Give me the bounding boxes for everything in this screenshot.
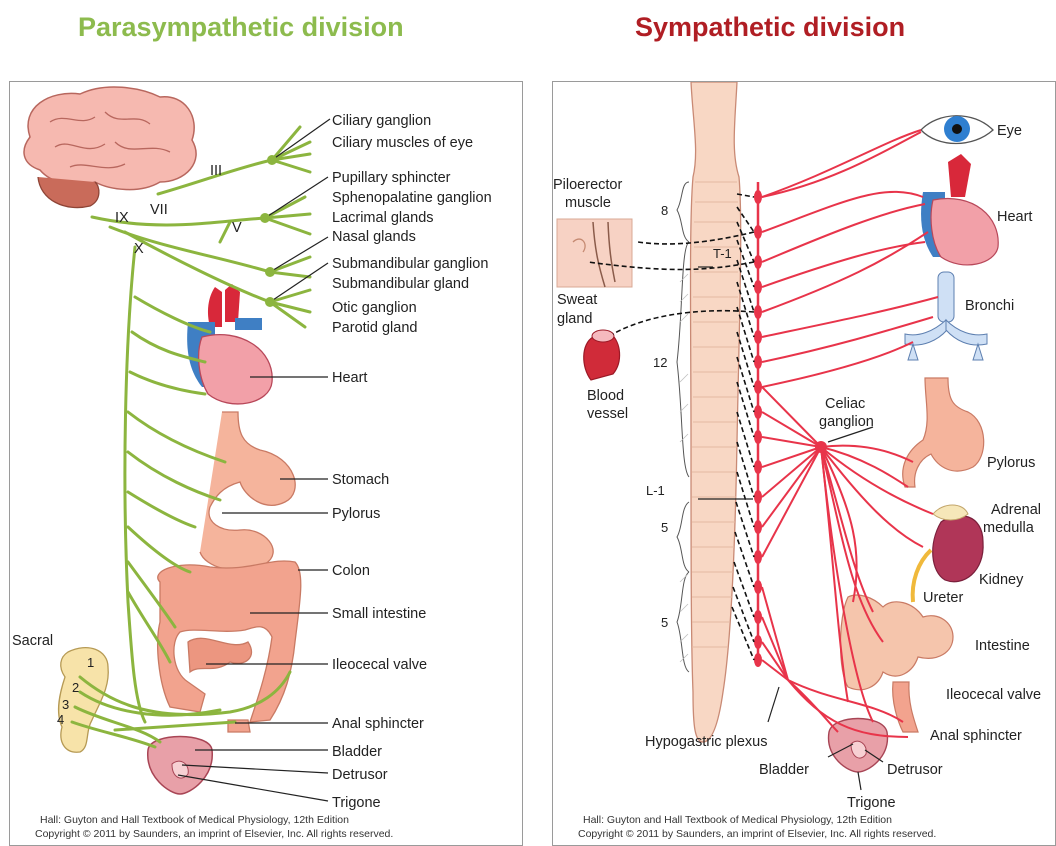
- parasympathetic-ganglia: [260, 155, 277, 307]
- label-submandibular-gland: Submandibular gland: [332, 276, 469, 292]
- label-heart: Heart: [332, 370, 367, 386]
- label-hypogastric-plexus: Hypogastric plexus: [645, 734, 768, 750]
- label-submandibular-ganglion: Submandibular ganglion: [332, 256, 488, 272]
- credit-line-2: Copyright © 2011 by Saunders, an imprint…: [578, 828, 936, 840]
- label-ciliary-ganglion: Ciliary ganglion: [332, 113, 431, 129]
- label-adrenal-1: Adrenal: [991, 502, 1041, 518]
- label-anal-sphincter: Anal sphincter: [332, 716, 424, 732]
- segment-5b: 5: [661, 615, 668, 630]
- label-otic-ganglion: Otic ganglion: [332, 300, 417, 316]
- label-pylorus: Pylorus: [987, 455, 1035, 471]
- heart-icon: [921, 154, 998, 265]
- segment-brackets: [677, 182, 689, 672]
- parasympathetic-diagram: Ciliary ganglion Ciliary muscles of eye …: [10, 82, 522, 845]
- sacral-1: 1: [87, 655, 94, 670]
- label-heart: Heart: [997, 209, 1032, 225]
- segment-l1: L-1: [646, 483, 665, 498]
- spinal-cord-icon: [691, 82, 741, 742]
- sympathetic-title: Sympathetic division: [635, 12, 905, 43]
- segment-5a: 5: [661, 520, 668, 535]
- eye-icon: [921, 116, 993, 144]
- label-celiac-1: Celiac: [825, 396, 865, 412]
- label-kidney: Kidney: [979, 572, 1024, 588]
- label-adrenal-2: medulla: [983, 520, 1035, 536]
- bronchi-icon: [905, 272, 987, 360]
- sacral-3: 3: [62, 697, 69, 712]
- blood-vessel-icon: [584, 330, 620, 380]
- gi-tract-icon: [158, 412, 301, 732]
- sacral-4: 4: [57, 712, 64, 727]
- label-bladder: Bladder: [759, 762, 809, 778]
- segment-12: 12: [653, 355, 667, 370]
- nerve-label-ix: IX: [115, 210, 129, 226]
- label-colon: Colon: [332, 563, 370, 579]
- label-eye: Eye: [997, 123, 1022, 139]
- label-lacrimal-glands: Lacrimal glands: [332, 210, 434, 226]
- label-sweat-2: gland: [557, 311, 592, 327]
- label-detrusor: Detrusor: [332, 767, 388, 783]
- label-intestine: Intestine: [975, 638, 1030, 654]
- label-anal-sphincter: Anal sphincter: [930, 728, 1022, 744]
- label-nasal-glands: Nasal glands: [332, 229, 416, 245]
- parasympathetic-title: Parasympathetic division: [78, 12, 404, 43]
- label-trigone: Trigone: [847, 795, 896, 811]
- credit-line-1: Hall: Guyton and Hall Textbook of Medica…: [40, 814, 349, 826]
- sympathetic-chain: [754, 182, 762, 667]
- credit-line-2: Copyright © 2011 by Saunders, an imprint…: [35, 828, 393, 840]
- credit-line-1: Hall: Guyton and Hall Textbook of Medica…: [583, 814, 892, 826]
- kidney-icon: [913, 505, 983, 602]
- label-parotid-gland: Parotid gland: [332, 320, 417, 336]
- label-stomach: Stomach: [332, 472, 389, 488]
- nerve-label-vii: VII: [150, 202, 168, 218]
- label-piloerector-2: muscle: [565, 195, 611, 211]
- label-pupillary-sphincter: Pupillary sphincter: [332, 170, 451, 186]
- label-sacral: Sacral: [12, 633, 53, 649]
- label-celiac-2: ganglion: [819, 414, 874, 430]
- label-pylorus: Pylorus: [332, 506, 380, 522]
- celiac-ganglion-dot: [815, 441, 827, 453]
- label-trigone: Trigone: [332, 795, 381, 811]
- sympathetic-diagram: Eye Heart Bronchi Piloerector muscle Swe…: [553, 82, 1055, 845]
- bladder-icon: [148, 737, 212, 795]
- bladder-icon: [829, 719, 888, 773]
- label-bronchi: Bronchi: [965, 298, 1014, 314]
- nerve-label-x: X: [134, 241, 144, 257]
- nerve-label-iii: III: [210, 163, 222, 179]
- label-sphenopalatine-ganglion: Sphenopalatine ganglion: [332, 190, 492, 206]
- nerve-label-v: V: [232, 220, 242, 236]
- label-bladder: Bladder: [332, 744, 382, 760]
- label-ileocecal-valve: Ileocecal valve: [332, 657, 427, 673]
- stomach-icon: [903, 378, 984, 487]
- intestine-icon: [841, 595, 954, 732]
- label-ureter: Ureter: [923, 590, 963, 606]
- label-ileocecal-valve: Ileocecal valve: [946, 687, 1041, 703]
- skin-piloerector-icon: [557, 219, 632, 287]
- label-small-intestine: Small intestine: [332, 606, 426, 622]
- sympathetic-panel: Eye Heart Bronchi Piloerector muscle Swe…: [552, 81, 1056, 846]
- segment-t1: T-1: [713, 246, 732, 261]
- parasympathetic-panel: Ciliary ganglion Ciliary muscles of eye …: [9, 81, 523, 846]
- segment-8: 8: [661, 203, 668, 218]
- heart-icon: [187, 284, 272, 404]
- label-detrusor: Detrusor: [887, 762, 943, 778]
- label-sweat-1: Sweat: [557, 292, 597, 308]
- label-ciliary-muscles: Ciliary muscles of eye: [332, 135, 473, 151]
- sacral-2: 2: [72, 680, 79, 695]
- label-piloerector-1: Piloerector: [553, 177, 622, 193]
- label-blood-1: Blood: [587, 388, 624, 404]
- label-blood-2: vessel: [587, 406, 628, 422]
